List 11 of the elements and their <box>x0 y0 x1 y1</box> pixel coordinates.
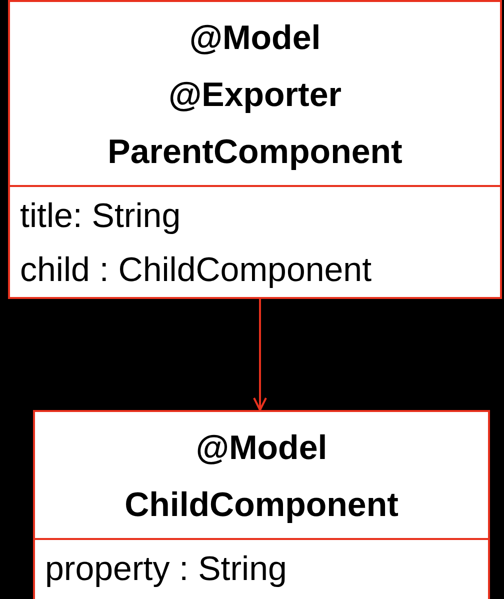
attribute-text: child : ChildComponent <box>20 250 372 291</box>
class-box <box>8 0 502 299</box>
class-header-text: @Exporter <box>168 75 342 116</box>
attribute-text: title: String <box>20 196 181 237</box>
class-header-text: @Model <box>196 428 328 469</box>
class-box <box>33 410 490 599</box>
class-header-text: @Model <box>189 18 321 59</box>
attribute-text: property : String <box>45 549 287 590</box>
class-header-text: ParentComponent <box>108 132 402 173</box>
class-header-text: ChildComponent <box>124 485 398 526</box>
arrow <box>253 299 267 411</box>
